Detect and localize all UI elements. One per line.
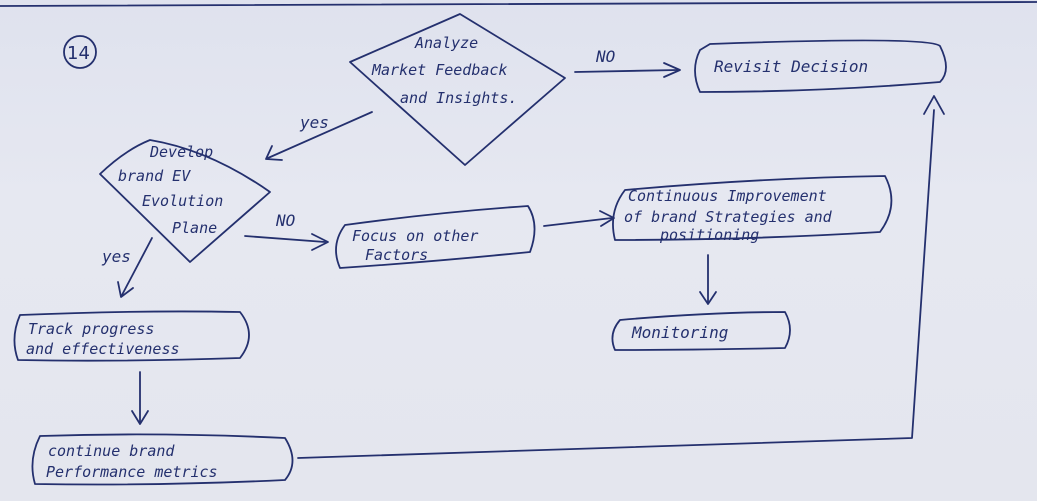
develop-line2: brand EV — [118, 167, 191, 185]
continue-line1: continue brand — [48, 442, 175, 460]
page-number: 14 — [63, 35, 97, 69]
node-revisit-decision: Revisit Decision — [694, 39, 947, 93]
node-monitoring: Monitoring — [611, 311, 791, 351]
node-continuous-improvement: Continuous Improvement of brand Strategi… — [612, 175, 893, 244]
edge-track-to-continue — [131, 371, 149, 425]
focus-line1: Focus on other — [352, 227, 478, 245]
edge-analyze-to-develop: yes — [265, 111, 373, 161]
analyze-line3: and Insights. — [400, 89, 517, 107]
continuous-line2: of brand Strategies and — [624, 208, 833, 226]
analyze-line2: Market Feedback — [371, 61, 507, 79]
edge-continue-to-revisit — [297, 95, 945, 459]
page-top-rule — [0, 1, 1037, 7]
revisit-text: Revisit Decision — [714, 57, 868, 76]
edge-develop-no-label: NO — [275, 211, 295, 230]
develop-line3: Evolution — [142, 192, 223, 210]
edge-develop-to-focus: NO — [244, 211, 329, 251]
develop-line4: Plane — [172, 219, 217, 237]
monitoring-text: Monitoring — [631, 323, 728, 342]
analyze-line1: Analyze — [414, 34, 478, 52]
node-analyze-market-feedback: Analyze Market Feedback and Insights. — [349, 13, 566, 166]
edge-analyze-to-revisit: NO — [574, 47, 681, 78]
node-develop-brand-ev-plan: Develop brand EV Evolution Plane — [99, 139, 271, 263]
node-continue-performance-metrics: continue brand Performance metrics — [31, 433, 294, 486]
continuous-line1: Continuous Improvement — [628, 187, 827, 205]
edge-continuous-to-monitoring — [699, 254, 717, 305]
edge-analyze-yes-label: yes — [299, 113, 329, 132]
track-line2: and effectiveness — [26, 340, 180, 358]
track-line1: Track progress — [28, 320, 154, 338]
focus-line2: Factors — [365, 246, 428, 264]
continuous-line3: positioning — [659, 226, 759, 244]
edge-focus-to-continuous — [543, 210, 615, 227]
develop-line1: Develop — [149, 143, 213, 161]
node-track-progress: Track progress and effectiveness — [13, 310, 250, 362]
edge-develop-yes-label: yes — [101, 247, 131, 266]
edge-analyze-no-label: NO — [595, 47, 615, 66]
node-focus-other-factors: Focus on other Factors — [335, 205, 536, 269]
edge-develop-to-track: yes — [101, 237, 153, 298]
continue-line2: Performance metrics — [46, 463, 218, 481]
page-number-label: 14 — [67, 43, 90, 64]
